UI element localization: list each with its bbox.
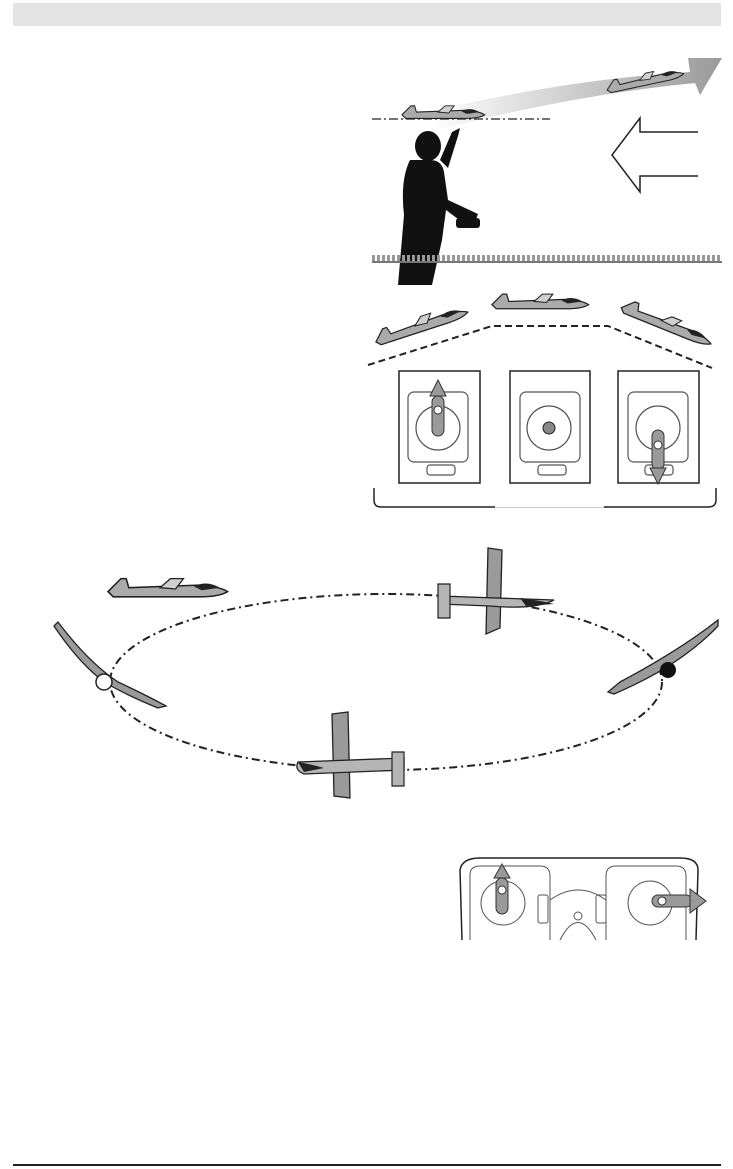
- elevator-stick-illustration: [368, 294, 716, 507]
- hand-launch-illustration: [372, 58, 722, 285]
- footer-rule: [13, 1164, 721, 1166]
- circle-flight-illustration: [54, 548, 718, 798]
- transmitter-turn-illustration: [460, 858, 706, 940]
- wind-arrow-icon: [612, 118, 698, 192]
